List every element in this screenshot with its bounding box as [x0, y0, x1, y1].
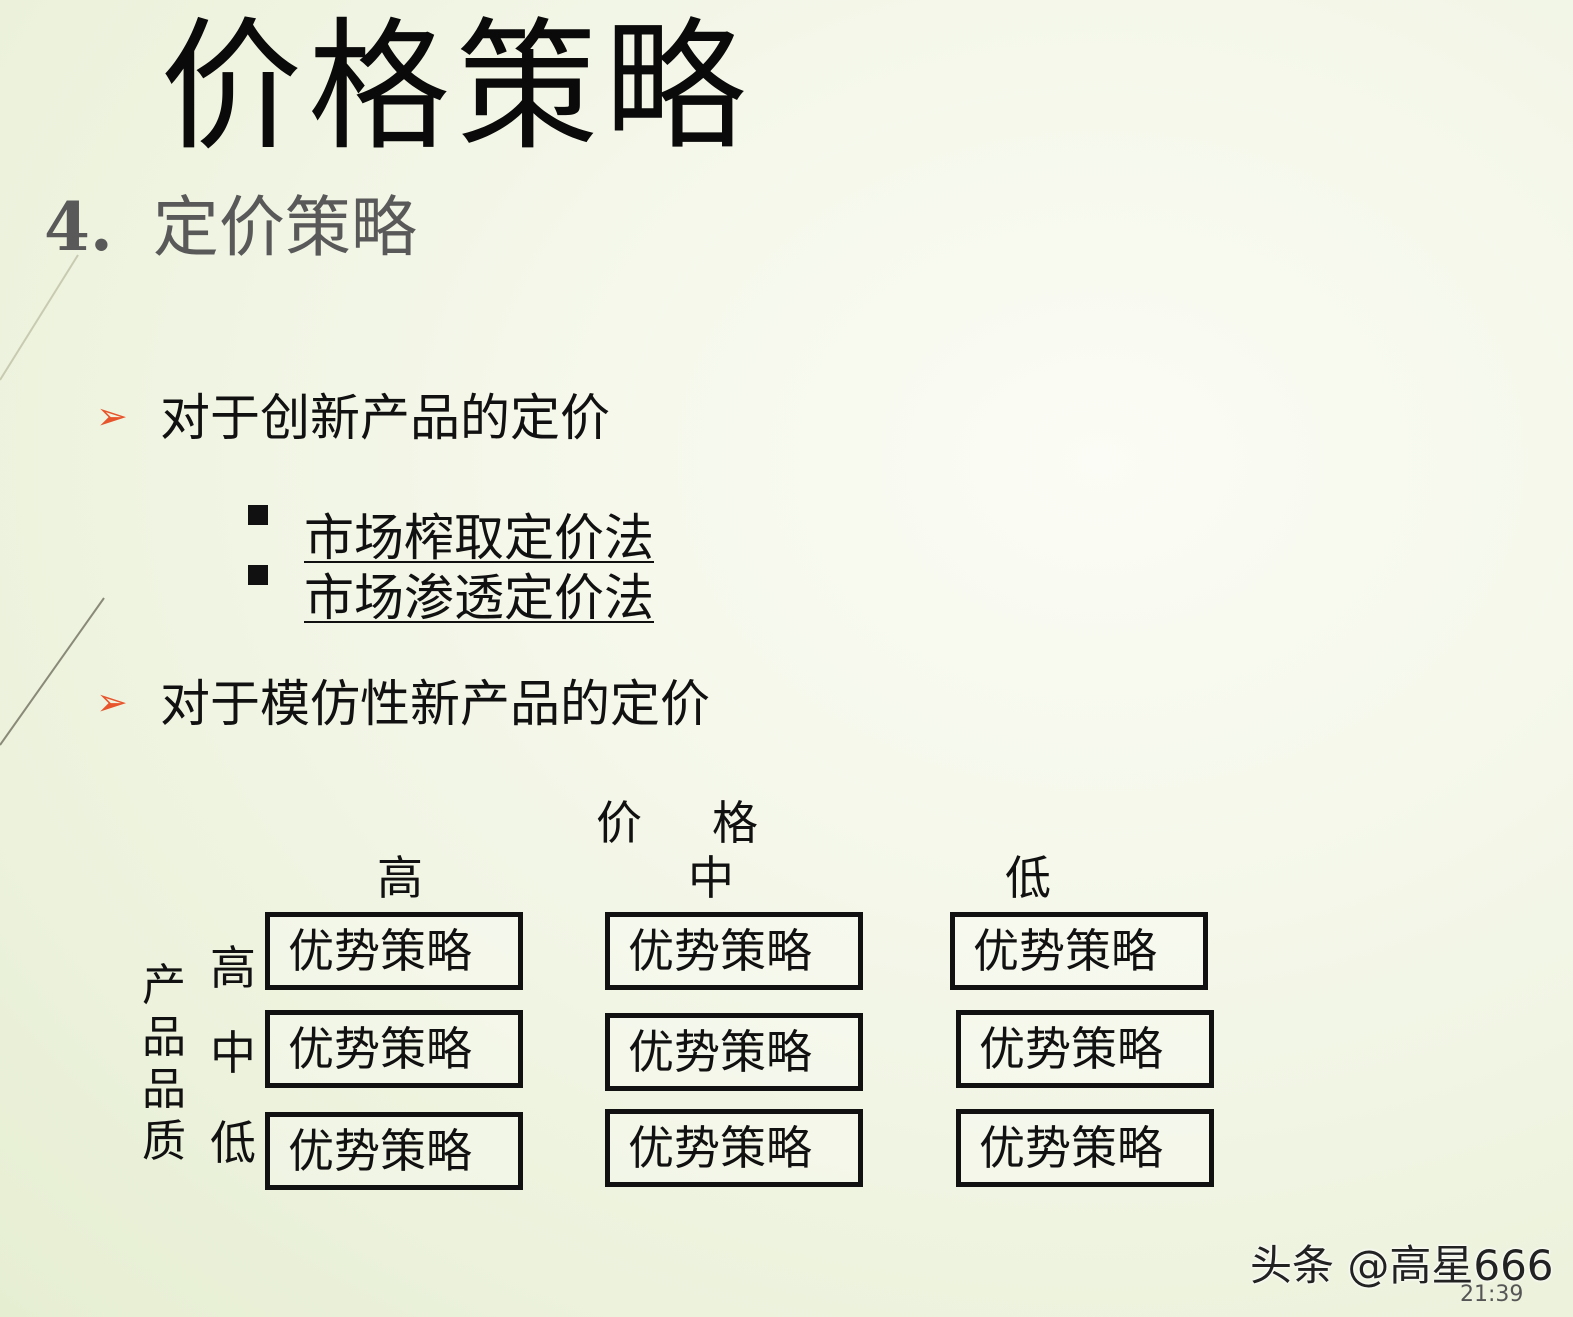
section-number: 4.	[44, 188, 113, 266]
sub-item-link[interactable]: 市场渗透定价法	[304, 569, 654, 627]
watermark-text: 头条 @高星666	[1250, 1241, 1554, 1290]
slide-title: 价格策略	[160, 5, 752, 170]
sub-item-penetration[interactable]: 市场渗透定价法	[248, 565, 654, 628]
bullet-label: 对于创新产品的定价	[160, 389, 610, 447]
bullet-item-imitative: ➢ 对于模仿性新产品的定价	[96, 674, 710, 734]
timestamp: 21:39	[1460, 1282, 1524, 1307]
price-axis-label: 价格	[596, 800, 758, 846]
matrix-cell: 优势策略	[956, 1010, 1214, 1088]
price-level-mid: 中	[688, 851, 734, 905]
matrix-cell: 优势策略	[956, 1109, 1214, 1187]
sub-item-link[interactable]: 市场榨取定价法	[304, 509, 654, 567]
quality-axis-char: 质	[142, 1116, 186, 1167]
square-bullet-icon	[248, 505, 268, 525]
bullet-item-innovative: ➢ 对于创新产品的定价	[96, 388, 610, 448]
price-axis-char: 价	[596, 796, 642, 850]
matrix-cell: 优势策略	[605, 912, 863, 990]
quality-level-low: 低	[210, 1116, 256, 1170]
price-level-low: 低	[1005, 851, 1051, 905]
quality-axis-char: 品	[142, 1012, 186, 1063]
section-heading: 4. 定价策略	[44, 188, 417, 267]
quality-level-mid: 中	[210, 1026, 256, 1080]
matrix-cell: 优势策略	[605, 1013, 863, 1091]
quality-axis-label: 产 品 品 质	[140, 960, 188, 1168]
arrowhead-right-icon: ➢	[96, 394, 128, 438]
quality-level-high: 高	[210, 941, 256, 995]
section-title: 定价策略	[152, 189, 417, 266]
arrowhead-right-icon: ➢	[96, 680, 128, 724]
bullet-label: 对于模仿性新产品的定价	[160, 675, 710, 733]
square-bullet-icon	[248, 565, 268, 585]
matrix-cell: 优势策略	[265, 912, 523, 990]
matrix-cell: 优势策略	[265, 1010, 523, 1088]
quality-axis-char: 产	[142, 960, 186, 1011]
matrix-cell: 优势策略	[950, 912, 1208, 990]
price-level-high: 高	[377, 851, 423, 905]
sub-item-skimming[interactable]: 市场榨取定价法	[248, 505, 654, 568]
matrix-cell: 优势策略	[265, 1112, 523, 1190]
quality-axis-char: 品	[142, 1064, 186, 1115]
price-axis-char: 格	[712, 796, 758, 850]
matrix-cell: 优势策略	[605, 1109, 863, 1187]
